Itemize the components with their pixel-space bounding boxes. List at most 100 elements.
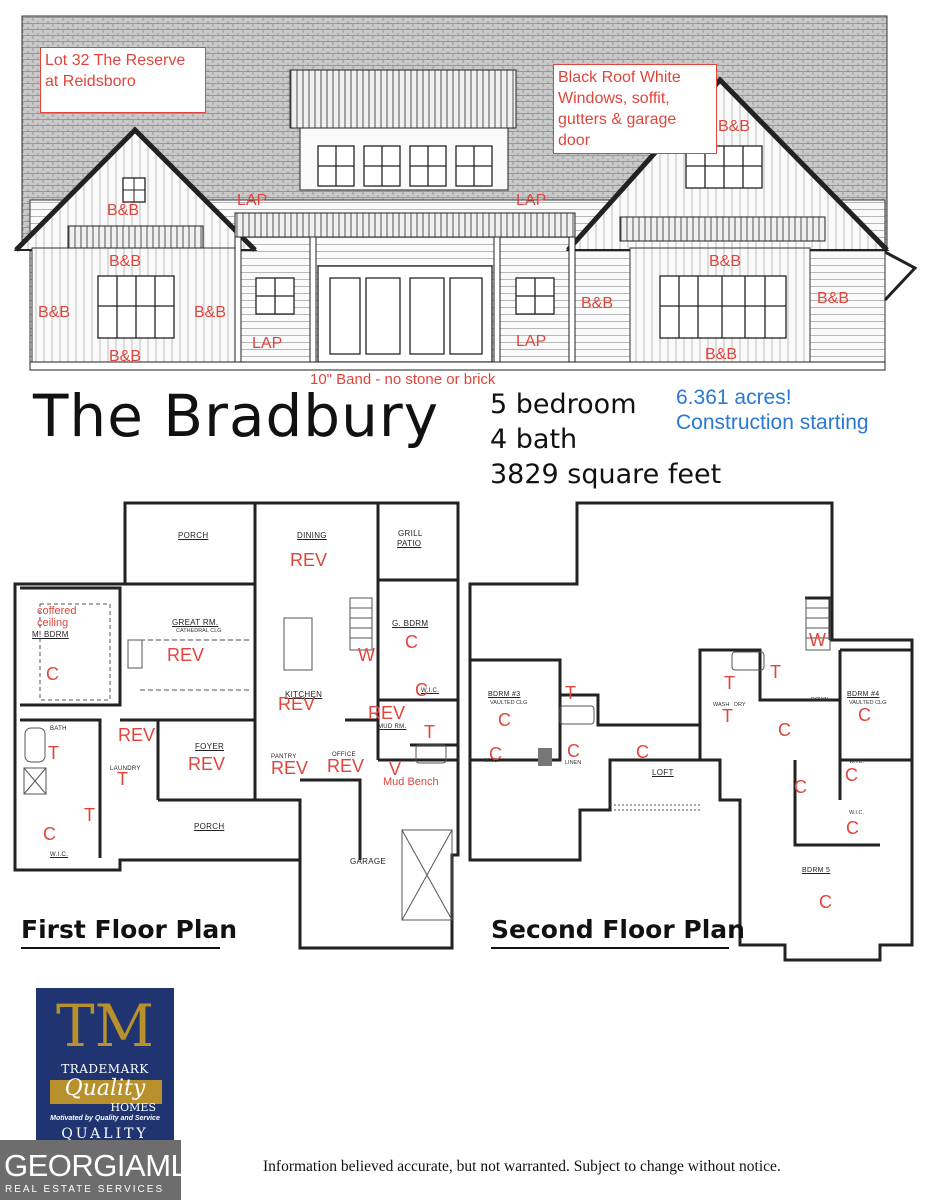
georgia-mls-text: GEORGIAMLS <box>4 1148 208 1183</box>
annotation-t: T <box>84 805 95 825</box>
kitchen-label: KITCHEN <box>285 690 323 699</box>
master-bedroom-label: M. BDRM <box>32 630 69 639</box>
roof-note: Black Roof White Windows, soffit, gutter… <box>553 64 717 154</box>
annotation-c: C <box>846 818 859 838</box>
annotation-w: W <box>809 630 826 650</box>
annotation-t: T <box>770 662 781 682</box>
siding-label-bb: B&B <box>718 118 751 135</box>
floor-plans-drawing <box>13 501 914 962</box>
annotation-c: C <box>845 765 858 785</box>
siding-label-lap: LAP <box>252 335 283 352</box>
siding-label-bb: B&B <box>194 304 227 321</box>
logo-trademark-text: TRADEMARK <box>61 1062 149 1076</box>
annotation-c: C <box>415 680 428 700</box>
siding-label-bb: B&B <box>109 348 142 365</box>
logo-quality-banner <box>50 1080 162 1104</box>
siding-label-bb: B&B <box>705 346 738 363</box>
bath-label: BATH <box>50 726 67 732</box>
annotation-c: C <box>46 664 59 684</box>
first-floor-title: First Floor Plan <box>21 915 238 944</box>
annotation-t: T <box>117 769 128 789</box>
bedroom-3-label: BDRM #3 <box>488 691 521 698</box>
annotation-v: V <box>389 759 402 779</box>
second-floor-title: Second Floor Plan <box>491 915 745 944</box>
annotation-t: T <box>48 743 59 763</box>
laundry-label: LAUNDRY <box>110 766 141 772</box>
annotation-c: C <box>858 705 871 725</box>
annotation-c: C <box>778 720 791 740</box>
siding-label-bb: B&B <box>38 304 71 321</box>
annotation-rev: REV <box>167 645 205 665</box>
garage-label: GARAGE <box>350 857 387 866</box>
walk-in-closet-label: W.I.C. <box>849 759 864 765</box>
walk-in-closet-label: W.I.C. <box>484 758 499 764</box>
first-floor-underline <box>21 947 220 949</box>
linen-label: LINEN <box>565 760 582 766</box>
annotation-t: T <box>722 706 733 726</box>
siding-label-bb: B&B <box>109 253 142 270</box>
annotation-c: C <box>43 824 56 844</box>
annotation-c: C <box>567 741 580 761</box>
annotation-c: C <box>794 777 807 797</box>
annotation-t: T <box>565 683 576 703</box>
annotation-c: C <box>819 892 832 912</box>
great-room-label: GREAT RM. <box>172 618 219 627</box>
annotation-w: W <box>358 645 375 665</box>
siding-label-lap: LAP <box>237 192 268 209</box>
patio-label: PATIO <box>397 539 422 548</box>
siding-label-bb: B&B <box>709 253 742 270</box>
annotation-rev: REV <box>188 754 226 774</box>
annotation-rev: REV <box>278 694 316 714</box>
siding-label-bb: B&B <box>817 290 850 307</box>
annotation-t: T <box>724 673 735 693</box>
walk-in-closet-label: W.I.C. <box>50 852 69 858</box>
trademark-quality-homes-logo: TM TRADEMARK Quality HOMES Motivated by … <box>36 988 174 1144</box>
logo-motto: Motivated by Quality and Service <box>50 1115 160 1122</box>
annotation-c: C <box>489 744 502 764</box>
guest-bedroom-label: G. BDRM <box>392 619 429 628</box>
coffered-ceiling-note: coffered ceiling <box>37 605 77 629</box>
rear-porch-label: PORCH <box>178 531 209 540</box>
annotation-rev: REV <box>290 550 328 570</box>
annotation-rev: REV <box>271 758 309 778</box>
wash-label: WASH <box>713 702 730 708</box>
logo-quality-text: Quality <box>64 1076 146 1101</box>
bedroom-4-label: BDRM #4 <box>847 691 880 698</box>
siding-label-bb: B&B <box>107 202 140 219</box>
mud-bench-note: Mud Bench <box>383 776 439 788</box>
annotation-c: C <box>405 632 418 652</box>
cathedral-ceiling-label: CATHEDRAL CLG <box>176 628 222 634</box>
construction-status: Construction starting <box>676 411 869 434</box>
siding-label-lap: LAP <box>516 333 547 350</box>
real-estate-services-text: REAL ESTATE SERVICES <box>5 1184 165 1195</box>
acreage-note: 6.361 acres! <box>676 386 792 409</box>
plan-title: The Bradbury <box>33 382 440 450</box>
annotation-t: T <box>424 722 435 742</box>
bedroom-count: 5 bedroom <box>490 389 637 420</box>
grill-label: GRILL <box>398 529 423 538</box>
dining-label: DINING <box>297 531 327 540</box>
mud-room-label: MUD RM. <box>378 724 407 730</box>
siding-label-lap: LAP <box>516 192 547 209</box>
vaulted-ceiling-label: VAULTED CLG <box>490 700 528 706</box>
walk-in-closet-label: W.I.C. <box>421 688 440 694</box>
front-elevation-drawing <box>13 15 918 371</box>
annotation-rev: REV <box>368 703 406 723</box>
front-porch-label: PORCH <box>194 822 225 831</box>
dry-label: DRY <box>734 702 746 708</box>
siding-label-bb: B&B <box>581 295 614 312</box>
bedroom-5-label: BDRM 5 <box>802 867 831 874</box>
square-footage: 3829 square feet <box>490 459 722 490</box>
pantry-label: PANTRY <box>271 754 297 760</box>
second-floor-underline <box>491 947 729 949</box>
band-note: 10" Band - no stone or brick <box>310 371 496 388</box>
lot-note: Lot 32 The Reserve at Reidsboro <box>40 47 206 113</box>
logo-homes-text: HOMES <box>110 1101 156 1114</box>
down-label: DOWN <box>811 697 829 703</box>
disclaimer: Information believed accurate, but not w… <box>263 1158 781 1175</box>
annotation-rev: REV <box>327 756 365 776</box>
loft-label: LOFT <box>652 768 674 777</box>
annotation-c: C <box>498 710 511 730</box>
annotation-rev: REV <box>118 725 156 745</box>
tm-monogram: TM <box>55 992 155 1060</box>
